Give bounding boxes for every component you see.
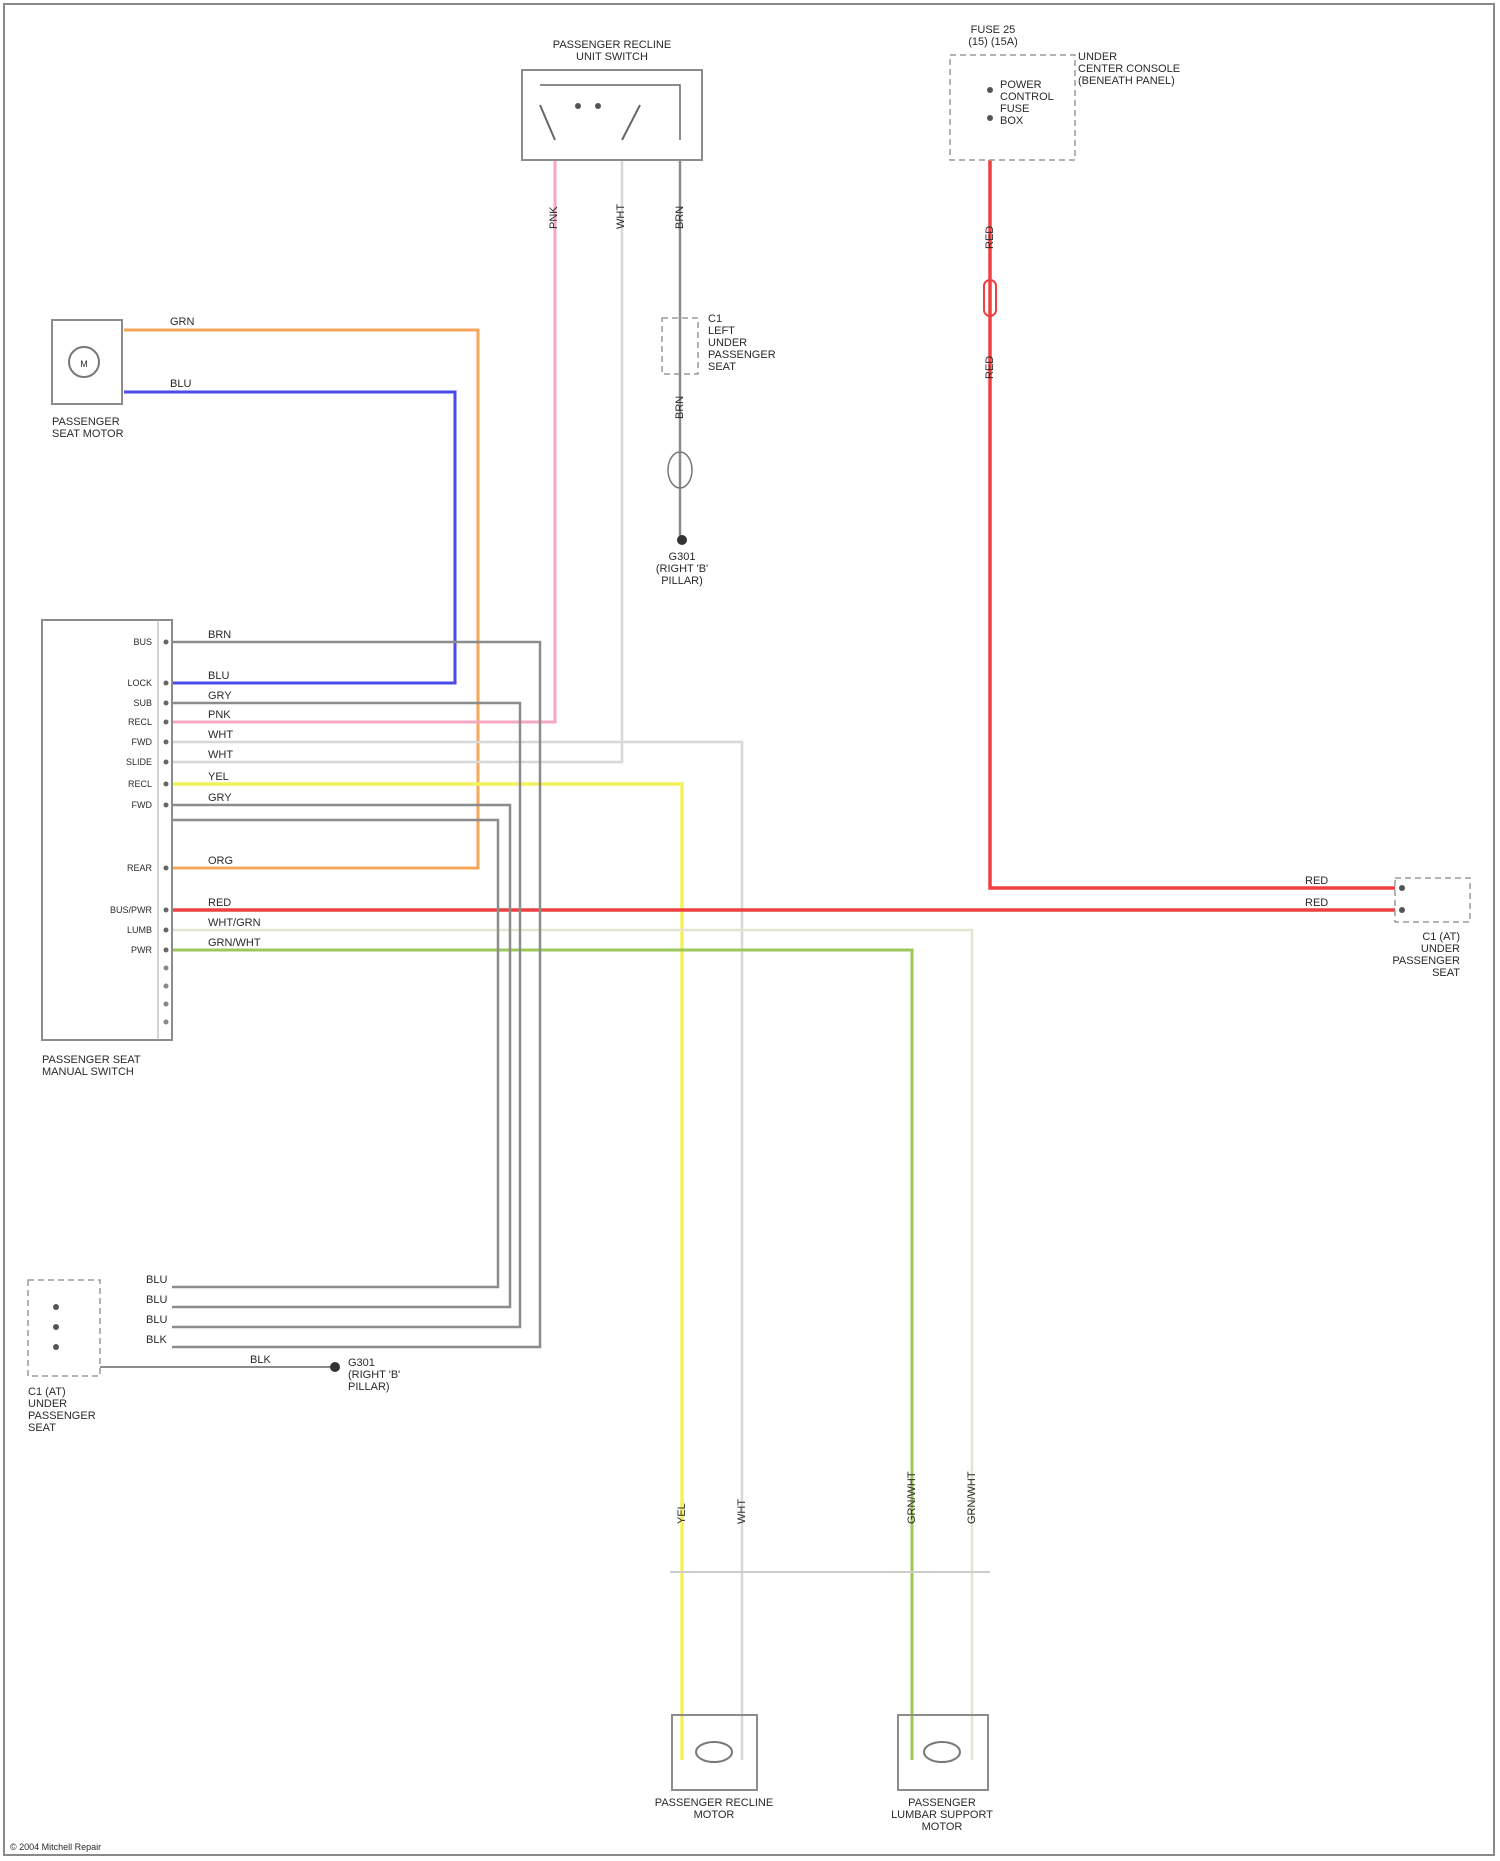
switch-pin-terminal bbox=[164, 701, 169, 706]
wire-label-lower-1: BLU bbox=[146, 1274, 167, 1286]
motor-symbol: M bbox=[80, 359, 88, 369]
wire-label-bottom-yel: YEL bbox=[676, 1503, 688, 1524]
wire-green bbox=[172, 950, 912, 1760]
wire-white-green bbox=[172, 930, 972, 1760]
switch-wire-label: GRN/WHT bbox=[208, 937, 261, 949]
switch-wire-label: BLU bbox=[208, 670, 229, 682]
wire-label-conn-red-bottom: RED bbox=[1305, 897, 1328, 909]
wire-white-2 bbox=[172, 742, 742, 1760]
switch-pin-terminal bbox=[164, 681, 169, 686]
switch-pin-terminal-unused bbox=[164, 984, 169, 989]
switch-pin-terminal bbox=[164, 782, 169, 787]
switch-pin-terminal bbox=[164, 640, 169, 645]
switch-wire-label: GRY bbox=[208, 690, 232, 702]
wire-label-motor-top: GRN bbox=[170, 316, 195, 328]
switch-pin-label: FWD bbox=[132, 800, 153, 810]
wire-label-bottom-wht: WHT bbox=[736, 1499, 748, 1524]
switch-pin-terminal bbox=[164, 720, 169, 725]
switch-pin-label: SUB bbox=[133, 698, 152, 708]
wire-label-conn-red-top: RED bbox=[1305, 875, 1328, 887]
switch-wire-label: WHT bbox=[208, 749, 233, 761]
switch-pin-terminal-unused bbox=[164, 1002, 169, 1007]
switch-pin-label: BUS bbox=[133, 637, 152, 647]
footer-credit: © 2004 Mitchell Repair bbox=[10, 1842, 101, 1852]
wire-gray-3 bbox=[172, 805, 510, 1307]
wire-blue bbox=[124, 392, 455, 683]
switch-pin-label: BUS/PWR bbox=[110, 905, 153, 915]
fuse-box-name: FUSE 25(15) (15A) bbox=[968, 24, 1018, 48]
switch-wire-label: ORG bbox=[208, 855, 233, 867]
wire-gray-4 bbox=[172, 820, 498, 1287]
switch-pin-terminal bbox=[164, 928, 169, 933]
switch-wire-label: YEL bbox=[208, 771, 229, 783]
switch-pin-terminal-unused bbox=[164, 966, 169, 971]
switch-pin-terminal bbox=[164, 740, 169, 745]
switch-wire-label: RED bbox=[208, 897, 231, 909]
ground-bottom-label: G301(RIGHT 'B'PILLAR) bbox=[348, 1357, 400, 1393]
switch-pin-terminal bbox=[164, 866, 169, 871]
switch-wire-label: PNK bbox=[208, 709, 231, 721]
wire-label-lower-2: BLU bbox=[146, 1294, 167, 1306]
switch-wire-label: GRY bbox=[208, 792, 232, 804]
switch-wire-label: WHT bbox=[208, 729, 233, 741]
wire-label-recline-right: BRN bbox=[674, 206, 686, 229]
switch-wire-label: BRN bbox=[208, 629, 231, 641]
wire-red-fuse bbox=[990, 160, 1395, 888]
switch-pin-terminal bbox=[164, 948, 169, 953]
wire-label-recline-mid: WHT bbox=[615, 204, 627, 229]
wire-label-ground: BRN bbox=[674, 396, 686, 419]
switch-pin-terminal-unused bbox=[164, 1020, 169, 1025]
switch-pin-label: SLIDE bbox=[126, 757, 152, 767]
wire-label-fuse-out: RED bbox=[984, 226, 996, 249]
wire-label-fuse-mid: RED bbox=[984, 356, 996, 379]
switch-pin-label: REAR bbox=[127, 863, 153, 873]
wire-label-lower-3: BLU bbox=[146, 1314, 167, 1326]
switch-pin-terminal bbox=[164, 908, 169, 913]
switch-pin-list: BUS BRN LOCK BLU SUB GRY RECL PNK FWD WHT SLIDE WHT… bbox=[110, 629, 261, 1025]
wire-label-bottom-grn2: GRN/WHT bbox=[966, 1471, 978, 1524]
switch-pin-label: LUMB bbox=[127, 925, 152, 935]
switch-pin-terminal bbox=[164, 760, 169, 765]
switch-pin-label: PWR bbox=[131, 945, 152, 955]
switch-pin-label: RECL bbox=[128, 779, 152, 789]
switch-pin-label: LOCK bbox=[127, 678, 152, 688]
switch-pin-terminal bbox=[164, 803, 169, 808]
wire-orange bbox=[124, 330, 478, 868]
wire-label-lower-4: BLK bbox=[146, 1334, 167, 1346]
wire-label-recline-left: PNK bbox=[548, 206, 560, 229]
switch-wire-label: WHT/GRN bbox=[208, 917, 261, 929]
wire-label-motor-bottom: BLU bbox=[170, 378, 191, 390]
ground-top-label: G301(RIGHT 'B'PILLAR) bbox=[656, 551, 708, 587]
wire-label-bottom-grn1: GRN/WHT bbox=[906, 1471, 918, 1524]
wire-gray-1 bbox=[172, 642, 540, 1347]
switch-pin-label: FWD bbox=[132, 737, 153, 747]
switch-pin-label: RECL bbox=[128, 717, 152, 727]
wire-label-lower-5: BLK bbox=[250, 1354, 271, 1366]
